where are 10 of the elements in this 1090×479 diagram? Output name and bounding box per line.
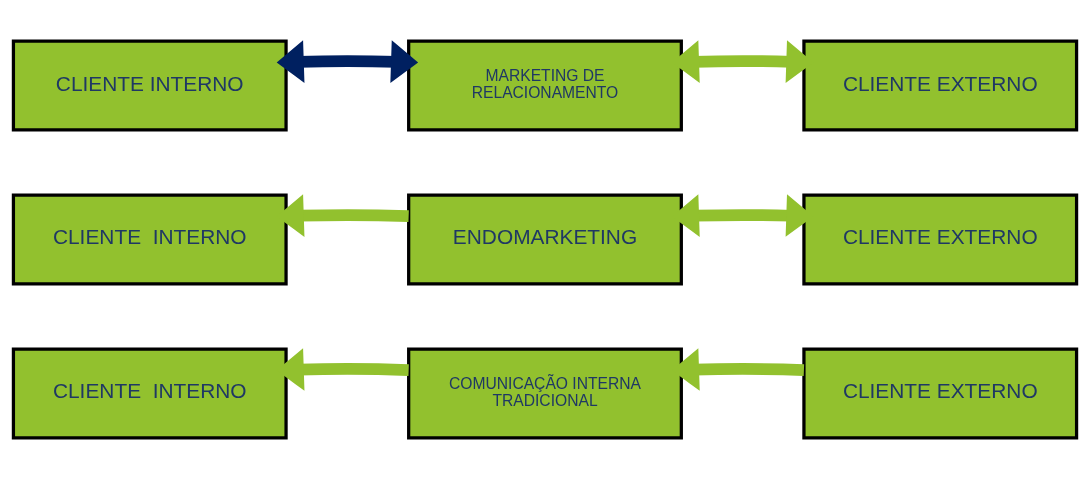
node-box: ENDOMARKETING: [407, 193, 683, 286]
node-box: CLIENTE EXTERNO: [802, 347, 1079, 440]
node-box: CLIENTE INTERNO: [11, 39, 288, 132]
node-box: CLIENTE INTERNO: [11, 347, 288, 440]
node-box: CLIENTE EXTERNO: [802, 39, 1079, 132]
node-box: CLIENTE EXTERNO: [802, 193, 1079, 286]
node-box: CLIENTE INTERNO: [11, 193, 288, 286]
arrow: [276, 40, 419, 83]
node-box: COMUNICAÇÃO INTERNA TRADICIONAL: [407, 347, 683, 440]
node-box: MARKETING DE RELACIONAMENTO: [407, 39, 683, 132]
